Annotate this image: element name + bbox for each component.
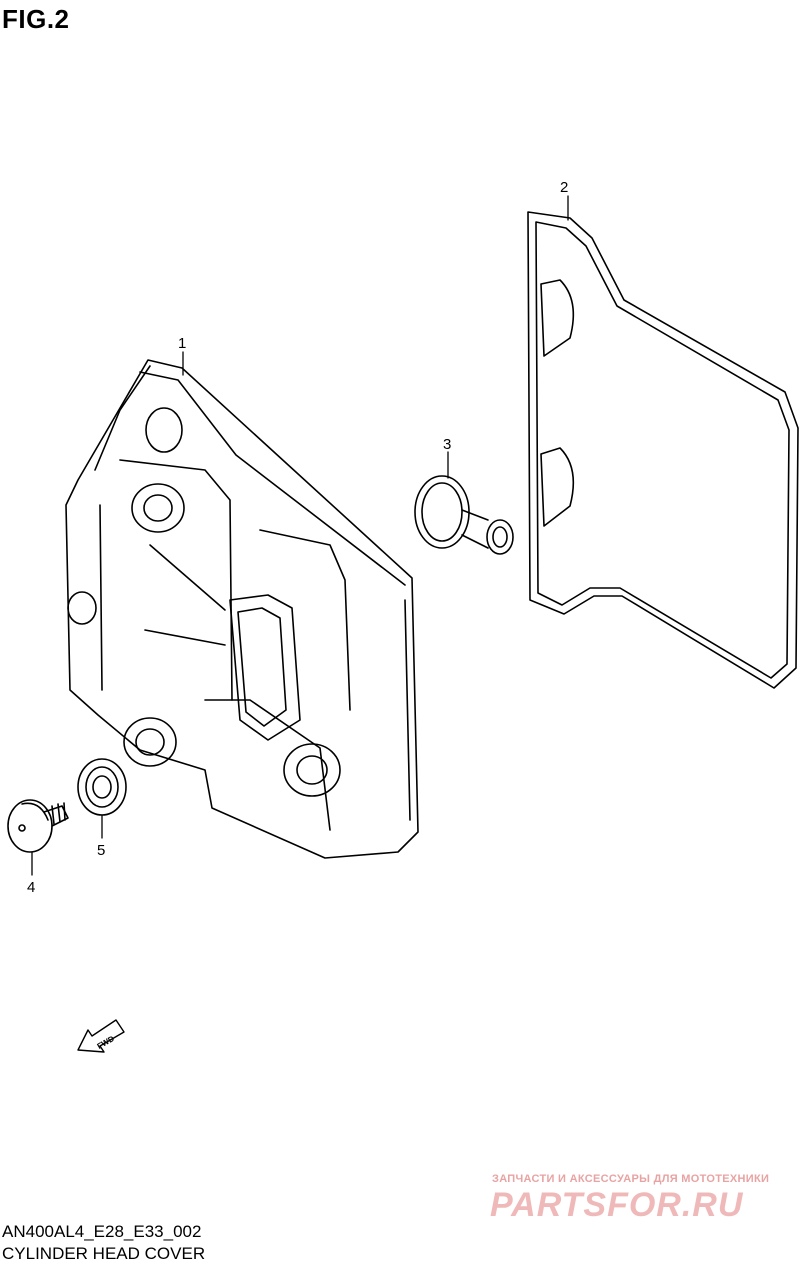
watermark-tagline: ЗАПЧАСТИ И АКСЕССУАРЫ ДЛЯ МОТОТЕХНИКИ bbox=[492, 1173, 770, 1185]
diagram-caption: CYLINDER HEAD COVER bbox=[2, 1244, 206, 1263]
callout-5: 5 bbox=[97, 842, 105, 859]
callout-2: 2 bbox=[560, 179, 568, 196]
figure-title: FIG.2 bbox=[2, 4, 70, 34]
fwd-arrow-icon bbox=[77, 1019, 125, 1053]
bolt-part-4 bbox=[7, 799, 69, 853]
callout-3: 3 bbox=[443, 436, 451, 453]
callout-4: 4 bbox=[27, 879, 35, 896]
cylinder-head-cover-part-1 bbox=[65, 359, 419, 859]
washer-part-5 bbox=[77, 758, 127, 816]
watermark-logo: PARTSFOR.RU bbox=[490, 1186, 744, 1224]
seal-part-3 bbox=[414, 475, 514, 555]
leader-lines bbox=[31, 195, 569, 876]
gasket-part-2 bbox=[527, 211, 799, 689]
fwd-label: FWD bbox=[96, 1034, 116, 1051]
diagram-code: AN400AL4_E28_E33_002 bbox=[2, 1222, 202, 1241]
callout-1: 1 bbox=[178, 335, 186, 352]
